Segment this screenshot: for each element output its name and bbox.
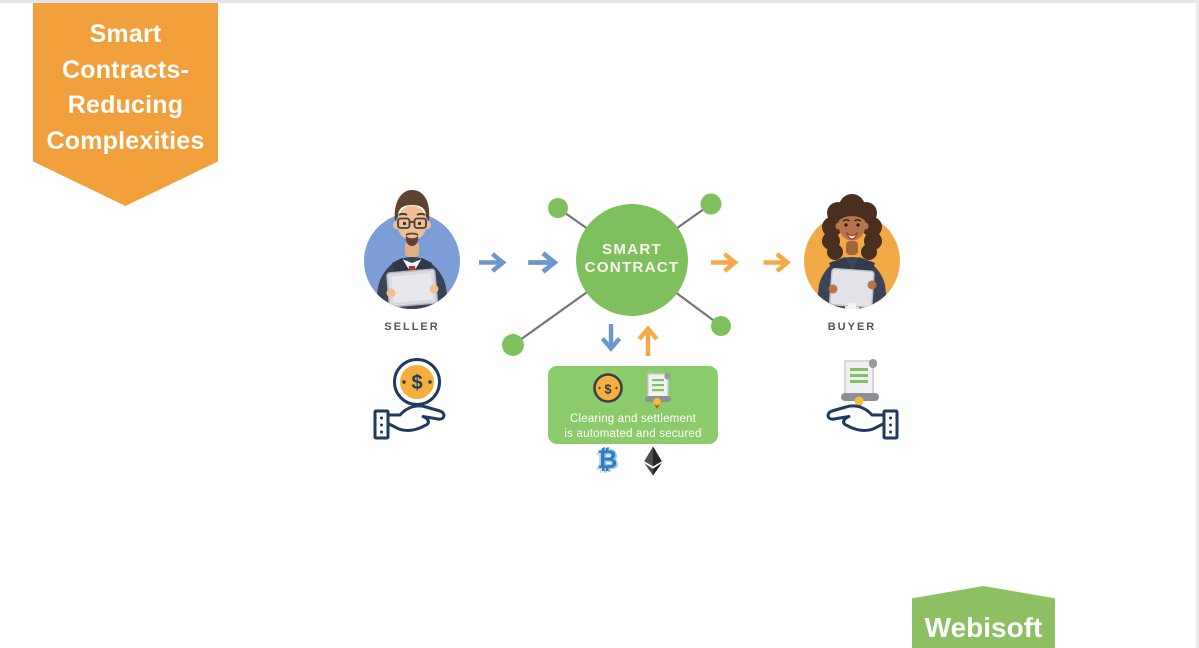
ribbon-line-3: Reducing bbox=[67, 91, 184, 119]
buyer-avatar bbox=[804, 194, 900, 309]
hand-with-coin-icon: $ bbox=[373, 358, 446, 440]
ribbon-line-1: Smart bbox=[89, 20, 162, 48]
arrow-up-orange-icon bbox=[637, 325, 659, 356]
arrow-right-blue-icon bbox=[479, 252, 507, 273]
clearing-settlement-box: $ Clearing and settlement is automated a… bbox=[548, 366, 718, 444]
bitcoin-icon: ₿ bbox=[596, 445, 618, 474]
tablet-icon bbox=[386, 268, 438, 308]
clearing-box-line1: Clearing and settlement bbox=[569, 413, 697, 425]
open-hand-shape bbox=[373, 404, 446, 440]
seller-label: SELLER bbox=[384, 321, 440, 333]
hub-title-line1: SMART bbox=[602, 241, 662, 258]
contract-document-icon bbox=[841, 359, 879, 410]
contract-document-icon bbox=[645, 372, 671, 409]
glasses-icon bbox=[397, 217, 427, 229]
smart-contract-hub: SMART CONTRACT bbox=[502, 193, 731, 356]
open-hand-shape bbox=[826, 404, 899, 440]
seller-avatar bbox=[364, 190, 460, 309]
webisoft-logo-text: Webisoft bbox=[924, 612, 1043, 643]
hub-node-icon bbox=[700, 193, 722, 215]
arrow-right-orange-icon bbox=[711, 252, 739, 273]
dollar-coin-icon: $ bbox=[593, 373, 623, 403]
hub-title-line2: CONTRACT bbox=[585, 259, 680, 276]
coin-dollar-symbol: $ bbox=[411, 372, 422, 394]
coin-dollar-symbol: $ bbox=[604, 382, 612, 397]
smart-contract-circle bbox=[576, 204, 688, 316]
webisoft-badge: Webisoft bbox=[912, 586, 1055, 648]
ethereum-icon bbox=[644, 446, 662, 476]
hub-node-icon bbox=[711, 316, 731, 336]
buyer-label: BUYER bbox=[827, 321, 877, 333]
seller-body bbox=[375, 257, 449, 309]
clearing-box-line2: is automated and secured bbox=[564, 428, 702, 440]
hub-node-icon bbox=[502, 334, 524, 356]
arrow-right-blue-icon bbox=[528, 251, 559, 274]
hub-node-icon bbox=[548, 198, 568, 218]
hand-with-document-icon bbox=[826, 359, 899, 440]
arrow-right-orange-icon bbox=[763, 252, 791, 273]
ribbon-line-2: Contracts- bbox=[61, 55, 189, 84]
title-ribbon: Smart Contracts- Reducing Complexities bbox=[33, 3, 218, 206]
buyer-body bbox=[816, 257, 888, 309]
ribbon-line-4: Complexities bbox=[46, 126, 205, 155]
arrow-down-blue-icon bbox=[600, 324, 622, 352]
